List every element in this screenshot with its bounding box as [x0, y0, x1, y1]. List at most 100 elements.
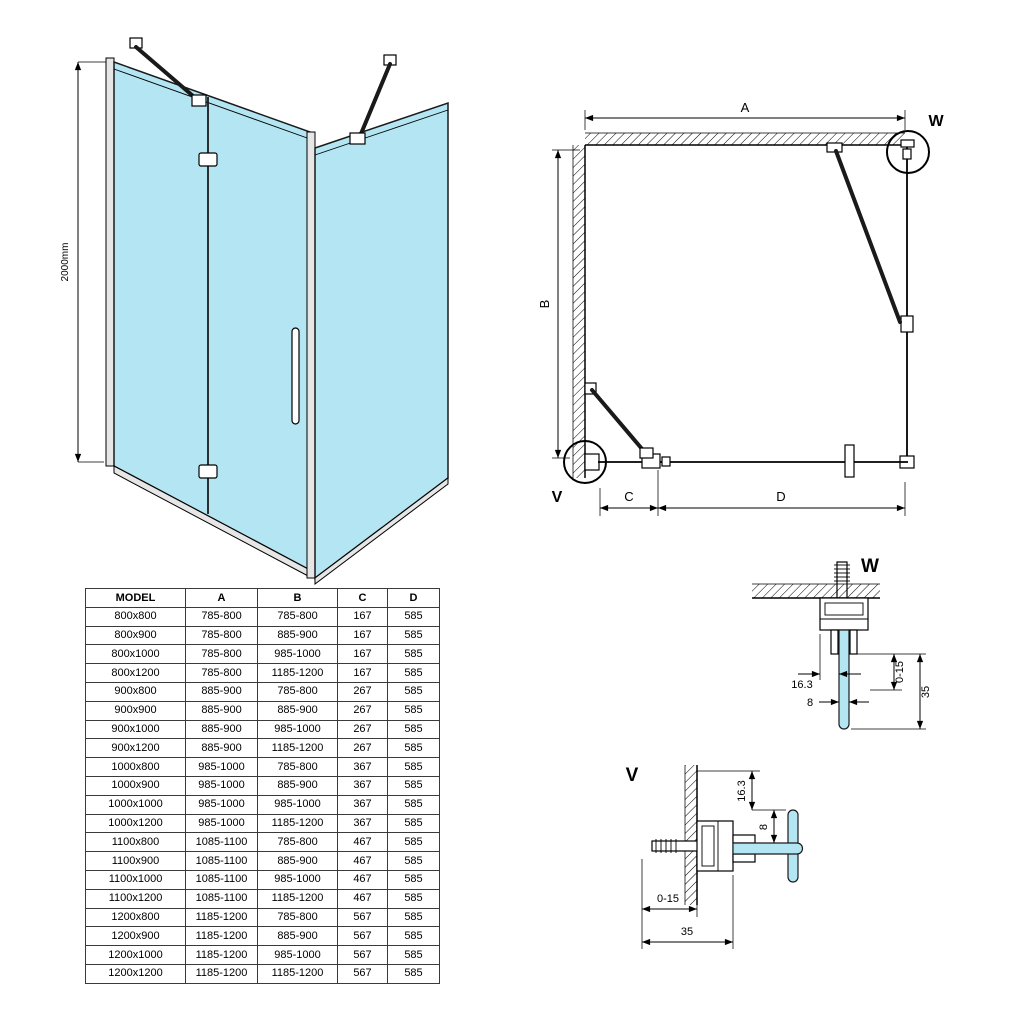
table-cell: 1200x800: [85, 907, 186, 928]
table-cell: 467: [337, 888, 388, 909]
table-cell: 1100x800: [85, 832, 186, 853]
table-cell: 1000x800: [85, 757, 186, 777]
dim-a: A: [584, 100, 906, 130]
table-cell: 900x900: [85, 700, 186, 721]
table-cell: 585: [387, 945, 440, 965]
table-cell: 585: [387, 681, 440, 702]
table-cell: 885-900: [185, 700, 258, 721]
table-cell: 585: [387, 963, 440, 984]
table-cell: 985-1000: [257, 719, 338, 740]
table-cell: 885-900: [257, 926, 338, 947]
table-header-cell: C: [337, 588, 388, 608]
table-cell: 467: [337, 832, 388, 853]
dim-16-3: 16.3: [697, 770, 786, 811]
detail-v-label: V: [552, 489, 563, 506]
left-wall-hatch: [572, 145, 586, 478]
table-cell: 785-800: [257, 606, 338, 627]
table-cell: 585: [387, 738, 440, 759]
support-bar-right: [349, 54, 397, 145]
table-cell: 800x800: [85, 606, 186, 627]
table-cell: 885-900: [257, 625, 338, 646]
table-cell: 785-800: [185, 606, 258, 627]
table-cell: 367: [337, 757, 388, 777]
table-cell: 585: [387, 757, 440, 777]
table-cell: 585: [387, 794, 440, 815]
table-cell: 467: [337, 869, 388, 890]
table-cell: 1100x900: [85, 851, 186, 871]
table-cell: 167: [337, 663, 388, 683]
side-glass-panel: [314, 101, 449, 580]
table-cell: 785-800: [185, 644, 258, 665]
table-cell: 1000x1000: [85, 794, 186, 815]
table-cell: 985-1000: [185, 757, 258, 777]
door-handle: [291, 327, 300, 425]
table-cell: 1185-1200: [257, 813, 338, 834]
table-header-cell: A: [185, 588, 258, 608]
table-cell: 1185-1200: [257, 663, 338, 683]
dim-35: 35: [851, 654, 932, 730]
dim-c-label: C: [624, 489, 633, 504]
glass-panel: [838, 629, 850, 730]
table-cell: 985-1000: [257, 644, 338, 665]
table-cell: 585: [387, 813, 440, 834]
dim-16-3-label: 16.3: [791, 679, 812, 691]
table-cell: 885-900: [257, 775, 338, 796]
dim-a-label: A: [741, 100, 750, 115]
dim-35-label: 35: [920, 686, 932, 698]
table-cell: 985-1000: [185, 794, 258, 815]
glass-clamp: [830, 629, 858, 655]
table-cell: 585: [387, 851, 440, 871]
table-header-cell: D: [387, 588, 440, 608]
height-label: 2000mm: [60, 243, 71, 282]
table-cell: 785-800: [257, 681, 338, 702]
dim-b: B: [540, 149, 580, 459]
dim-d: D: [658, 482, 906, 516]
table-cell: 585: [387, 606, 440, 627]
table-cell: 367: [337, 794, 388, 815]
table-cell: 785-800: [257, 907, 338, 928]
front-glass-panel: [113, 60, 311, 572]
table-cell: 567: [337, 945, 388, 965]
table-cell: 1200x1000: [85, 945, 186, 965]
wall-profile: [696, 820, 734, 872]
table-cell: 985-1000: [257, 869, 338, 890]
dim-d-label: D: [776, 489, 785, 504]
table-cell: 585: [387, 907, 440, 928]
top-rail-front: [113, 68, 311, 140]
table-cell: 585: [387, 869, 440, 890]
table-cell: 785-800: [185, 663, 258, 683]
table-header-cell: MODEL: [85, 588, 186, 608]
table-cell: 1185-1200: [257, 888, 338, 909]
table-cell: 585: [387, 700, 440, 721]
table-cell: 267: [337, 719, 388, 740]
detail-circle-v: [563, 440, 607, 484]
table-cell: 1185-1200: [257, 963, 338, 984]
table-cell: 885-900: [185, 681, 258, 702]
wall-profile: [105, 57, 115, 467]
table-cell: 800x1200: [85, 663, 186, 683]
table-cell: 267: [337, 681, 388, 702]
table-cell: 585: [387, 644, 440, 665]
detail-circle-w: [886, 130, 930, 174]
table-cell: 900x1000: [85, 719, 186, 740]
hinge-bottom: [198, 464, 218, 479]
table-cell: 1185-1200: [185, 907, 258, 928]
table-cell: 1185-1200: [185, 945, 258, 965]
detail-w-view: W: [752, 556, 932, 730]
dim-8: 8: [807, 697, 869, 709]
table-cell: 885-900: [257, 700, 338, 721]
glass-panel: [732, 842, 804, 855]
dim-b-label: B: [540, 300, 552, 309]
table-cell: 1000x900: [85, 775, 186, 796]
detail-v-view: V: [626, 765, 804, 949]
